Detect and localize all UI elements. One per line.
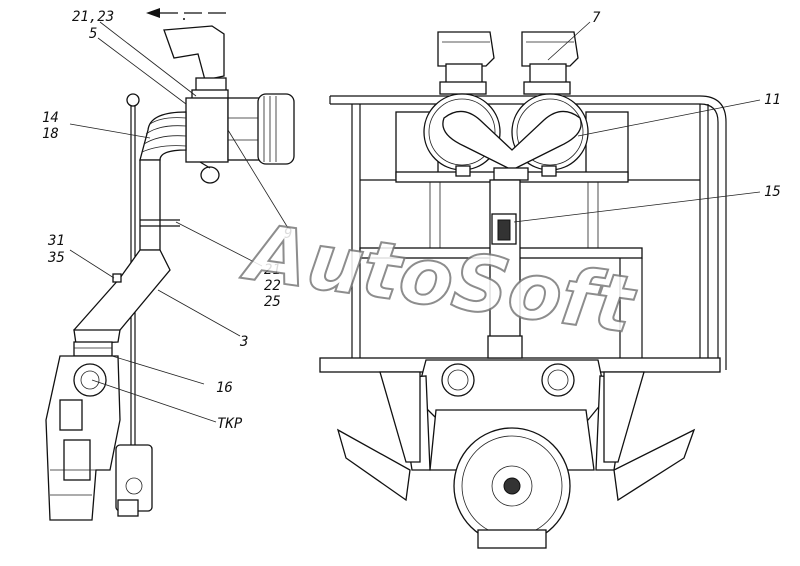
air-cleaner-pair [423,93,589,177]
intake-cap-left [437,31,495,95]
callout-5: 5 [89,26,97,42]
intake-cap-right [521,31,579,95]
callout-16: 16 [216,380,233,396]
callout-9: 9 [284,226,292,242]
callout-7: 7 [592,10,601,26]
watermark: AutoSoft [236,207,641,351]
callout-14: 14 [42,110,59,126]
callout-21-23: 21,23 [72,9,114,25]
callout-25: 25 [264,294,281,310]
direction-arrow-icon [146,8,228,20]
callout-35: 35 [47,250,65,266]
callout-11: 11 [764,92,781,108]
callout-3: 3 [239,334,248,350]
side-view [45,25,295,521]
intake-pipe-vertical [487,167,529,359]
engine-front [336,359,696,549]
callout-18: 18 [42,126,59,142]
left-leader-lines [69,21,289,423]
right-leader-lines [513,21,761,223]
callout-15: 15 [764,184,781,200]
front-view [319,31,727,549]
callout-21: 21 [264,262,281,278]
callout-31: 31 [47,233,65,249]
callout-22: 22 [264,278,281,294]
callout-tkr: ТКР [217,416,243,432]
